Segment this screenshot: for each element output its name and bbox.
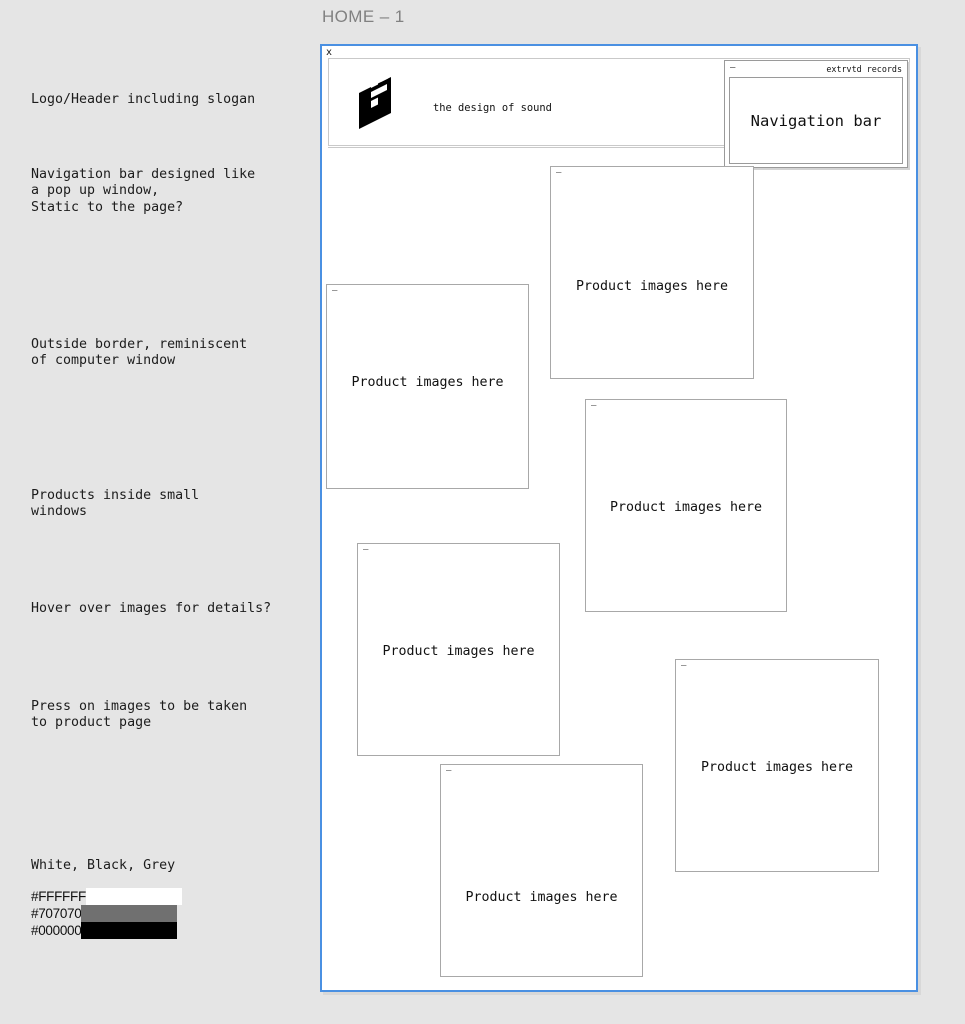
nav-body[interactable]: Navigation bar — [729, 77, 903, 164]
annotation-note: Logo/Header including slogan — [31, 92, 256, 107]
nav-titlebar: – extrvtd records — [725, 61, 907, 76]
header-divider — [328, 147, 910, 148]
product-window[interactable]: – Product images here — [550, 166, 754, 379]
swatch-chip — [81, 905, 178, 922]
product-window-label: Product images here — [609, 500, 763, 515]
product-window-label: Product images here — [465, 890, 618, 905]
product-window-label: Product images here — [351, 375, 504, 390]
product-window[interactable]: – Product images here — [440, 764, 643, 977]
outer-window: x the design of sound – extrvtd records … — [320, 44, 918, 992]
minimize-icon[interactable]: – — [556, 168, 562, 178]
minimize-icon[interactable]: – — [363, 545, 369, 555]
minimize-icon[interactable]: – — [730, 63, 736, 73]
product-window[interactable]: – Product images here — [585, 399, 787, 612]
color-palette: #FFFFFF #707070 #000000 — [31, 888, 182, 939]
swatch-row: #FFFFFF — [31, 888, 182, 905]
swatch-hex-label: #000000 — [31, 923, 82, 938]
product-window-label: Product images here — [700, 760, 854, 775]
swatch-hex-label: #FFFFFF — [31, 889, 86, 904]
annotation-note: Press on images to be taken to product p… — [31, 699, 248, 731]
site-slogan: the design of sound — [433, 102, 552, 114]
navigation-window[interactable]: – extrvtd records Navigation bar — [724, 60, 908, 168]
swatch-row: #000000 — [31, 922, 182, 939]
swatch-chip — [81, 922, 178, 939]
minimize-icon[interactable]: – — [332, 286, 338, 296]
annotation-note: Products inside small windows — [31, 488, 200, 520]
product-window[interactable]: – Product images here — [326, 284, 529, 489]
close-icon[interactable]: x — [326, 47, 333, 58]
palette-title: White, Black, Grey — [31, 858, 176, 873]
product-window-label: Product images here — [575, 279, 729, 294]
swatch-row: #707070 — [31, 905, 182, 922]
swatch-hex-label: #707070 — [31, 906, 82, 921]
product-window[interactable]: – Product images here — [675, 659, 879, 872]
minimize-icon[interactable]: – — [681, 661, 687, 671]
annotation-note: Outside border, reminiscent of computer … — [31, 337, 248, 369]
annotation-note: Hover over images for details? — [31, 601, 272, 616]
minimize-icon[interactable]: – — [591, 401, 597, 411]
nav-label: Navigation bar — [750, 111, 882, 130]
nav-app-name: extrvtd records — [826, 63, 902, 74]
product-window-label: Product images here — [382, 644, 535, 659]
extrvtd-logo-icon — [357, 65, 399, 129]
annotation-note: Navigation bar designed like a pop up wi… — [31, 167, 256, 215]
page-title: HOME – 1 — [322, 7, 405, 26]
minimize-icon[interactable]: – — [446, 766, 452, 776]
product-window[interactable]: – Product images here — [357, 543, 560, 756]
swatch-chip — [85, 888, 182, 905]
